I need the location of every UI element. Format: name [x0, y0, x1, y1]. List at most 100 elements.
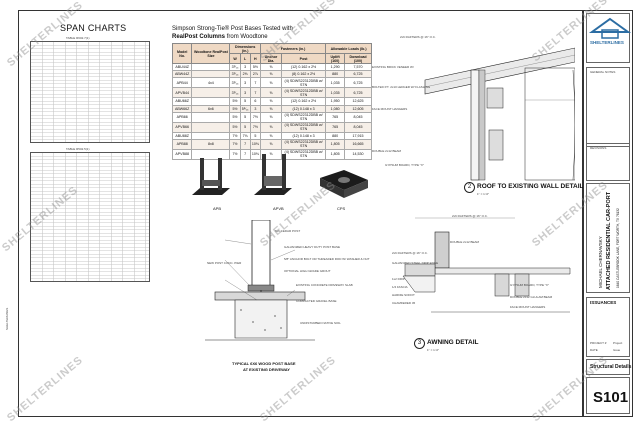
table-cell: 8x8 — [191, 138, 231, 150]
table-cell: 1,035 — [325, 87, 346, 99]
table-cell: 6,725 — [344, 87, 372, 99]
table-cell: 14,530 — [344, 148, 372, 160]
post-bases-heading-2: RealPost Columns from Woodtone — [172, 34, 268, 40]
awning-detail-number: 3 — [414, 338, 425, 349]
awning-note-9: GYPSUM BOARD, TYPE "X" — [510, 283, 549, 287]
table-cell: 5 — [249, 131, 262, 140]
table-cell: 7,570 — [344, 62, 372, 72]
table-cell: 880 — [325, 70, 346, 79]
table-cell: 8,045 — [344, 121, 372, 133]
col-uplift: Uplift (160) — [325, 53, 346, 64]
table-cell: 6x6 — [191, 104, 231, 113]
table-cell: 5½ — [229, 121, 241, 133]
table-cell: 3⁹⁄₁₆ — [229, 70, 241, 79]
table-cell: 5½ — [229, 111, 241, 123]
awning-detail-drawing — [402, 217, 571, 313]
table-cell: 7½ — [249, 121, 262, 133]
label-cps: CPS — [337, 206, 346, 211]
general-notes-box: GENERAL NOTES — [586, 67, 630, 147]
post-note-8: UNDISTURBED NATIVE SOIL — [300, 321, 341, 325]
post-note-4: OPTIONAL HIGH GRADE GROUT — [284, 269, 331, 273]
awning-note-4: GALVANIZED STEEL DRIP EDGE — [392, 261, 439, 265]
table-cell: 3 — [239, 77, 251, 89]
house-logo-icon — [588, 17, 632, 39]
company-logo-text: SHELTERLINES — [590, 40, 624, 45]
table-cell: ⅝ — [260, 62, 282, 72]
table-cell: 3⁹⁄₁₆ — [229, 62, 241, 72]
table-cell — [191, 131, 231, 140]
group-dimensions: Dimensions (in.) — [229, 43, 261, 54]
table-cell: 4x4 — [191, 77, 231, 89]
table-cell: 3 — [239, 62, 251, 72]
post-note-5: EXISTING CONCRETE DRIVEWAY SLAB — [296, 283, 353, 287]
table-cell: 6,725 — [344, 70, 372, 79]
table-cell: 765 — [325, 111, 346, 123]
table-cell: ⅝ — [260, 97, 282, 106]
project-number-label: PROJECT # — [590, 341, 607, 345]
post-bases-brand: RealPost Columns — [172, 34, 226, 40]
owner-name: MICHAEL CHERNAVSKY — [598, 236, 603, 288]
table-cell: 880 — [325, 131, 346, 140]
table-cell: (4) SDWS22312DBB w/ STN — [280, 111, 327, 123]
awning-detail-title: AWNING DETAIL — [427, 339, 479, 346]
table-cell: ABW66Z — [171, 104, 193, 113]
issuances-label: ISSUANCES — [590, 300, 617, 305]
table-cell: ⅝ — [260, 111, 282, 123]
table-cell: (12) 0.148 x 3 — [280, 131, 327, 140]
awning-note-6: 1/4 FASCIA — [392, 285, 408, 289]
cps-product-image — [320, 170, 368, 198]
project-name: ATTACHED RESIDENTIAL CAR-PORT — [606, 191, 612, 290]
table-cell: 765 — [325, 121, 346, 133]
project-info-box: MICHAEL CHERNAVSKY ATTACHED RESIDENTIAL … — [586, 183, 630, 293]
general-notes-label: GENERAL NOTES — [590, 70, 616, 74]
post-bases-heading: Simpson Strong-Tie® Post Bases Tested wi… — [172, 26, 293, 32]
roof-note-4: FACE MOUNT HANGERS — [372, 107, 408, 111]
roof-note-2: EXISTING BRICK VENEER W/ — [372, 65, 414, 69]
table-cell: ⅝ — [260, 70, 282, 79]
col-download: Download (100) — [344, 53, 372, 64]
table-cell — [191, 70, 231, 79]
post-base-products — [192, 154, 368, 198]
table-cell: 3 — [239, 87, 251, 99]
table-cell: 5 — [239, 111, 251, 123]
table-cell: 1,950 — [325, 97, 346, 106]
post-note-2: GALVANIZED HEAVY DUTY POST BASE — [284, 245, 341, 249]
table-cell: APVB88 — [171, 148, 193, 160]
table-cell: APVB44 — [171, 87, 193, 99]
table-cell: 5⁵⁄₁₆ — [239, 104, 251, 113]
table-cell: 7½ — [249, 111, 262, 123]
table-cell: ⅝ — [260, 87, 282, 99]
roof-detail-scale: 1" = 1'-0" — [477, 192, 490, 196]
table-cell: 1,805 — [325, 138, 346, 150]
post-detail-title-1: TYPICAL 6X6 WOOD POST BASE — [232, 361, 296, 366]
span-charts-title: SPAN CHARTS — [60, 23, 127, 33]
table-cell: (12) 0.162 x 2½ — [280, 97, 327, 106]
issuances-box: ISSUANCES PROJECT # Project DATE Issue — [586, 297, 630, 357]
col-size: Woodtone RealPost Size — [191, 43, 231, 64]
table-cell: 6 — [249, 97, 262, 106]
awning-note-2: DOUBLE 2x12 BEAM — [450, 240, 480, 244]
table-cell: 17,915 — [344, 131, 372, 140]
sheet-title-box: Structural Details — [586, 359, 632, 375]
table-cell: ABU66Z — [171, 97, 193, 106]
roof-note-5: DOUBLE 2x12 BEAM — [372, 149, 402, 153]
table-cell: 5½ — [249, 62, 262, 72]
table-cell: 1,035 — [325, 77, 346, 89]
project-number-value: Project — [613, 341, 623, 345]
table-cell: 7⅛ — [239, 131, 251, 140]
post-detail-title-2: AT EXISTING DRIVEWAY — [243, 367, 290, 372]
table-cell: (12) 0.148 x 3 — [280, 104, 327, 113]
table-cell: 2⅞ — [249, 70, 262, 79]
table-cell: 3⁹⁄₁₆ — [229, 87, 241, 99]
table-cell: ⅝ — [260, 138, 282, 150]
table-cell: 10⅛ — [249, 138, 262, 150]
col-w: W — [229, 53, 241, 64]
span-table-top-title: TABLE R602.7(1) — [66, 36, 90, 40]
sheet-title: Structural Details — [590, 364, 632, 370]
